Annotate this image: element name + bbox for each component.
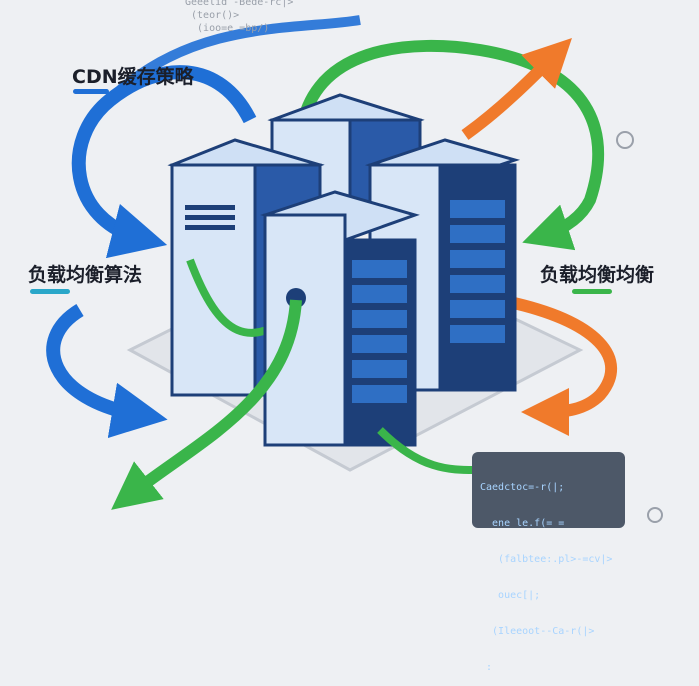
label-lb-balance: 负载均衡均衡	[540, 264, 655, 286]
blue-arrow-left	[71, 65, 257, 259]
code-line: Caedctoc=-r(|;	[480, 482, 565, 493]
label-cdn-cache: CDN缓存策略	[72, 66, 194, 88]
blue-arrow-top	[116, 15, 361, 94]
label-underline	[73, 89, 109, 94]
code-line: ouec[|;	[480, 590, 541, 601]
label-lb-algorithm: 负载均衡算法	[28, 264, 143, 286]
orange-arrow-top	[461, 38, 572, 140]
code-line: :	[480, 662, 493, 673]
code-line: Geeelid -Bede-rc|>	[185, 0, 294, 8]
code-line: (Ileeoot--Ca-r(|>	[480, 626, 595, 637]
server-right	[364, 138, 521, 392]
blue-arrow-bottom	[46, 304, 168, 438]
code-line: (ioo=e =bp/)	[185, 23, 270, 34]
code-line: (falbtee:.pl>-=cv|>	[480, 554, 613, 565]
server-illustration	[46, 15, 663, 523]
label-underline	[30, 289, 70, 294]
green-arrow-bottom	[111, 299, 302, 510]
orange-arrow-bottom	[498, 294, 618, 436]
code-line: (teor()>	[185, 10, 240, 21]
server-front	[260, 190, 420, 447]
code-line: ene le.f(= =	[480, 518, 565, 529]
green-cable-right	[377, 427, 476, 474]
code-panel: Caedctoc=-r(|; ene le.f(= = (falbtee:.pl…	[472, 452, 625, 673]
code-snippet-top: Geeelid -Bede-rc|> (teor()> (ioo=e =bp/)	[185, 0, 293, 35]
label-underline	[572, 289, 612, 294]
decor-circle	[616, 131, 634, 149]
decor-circle	[647, 507, 663, 523]
